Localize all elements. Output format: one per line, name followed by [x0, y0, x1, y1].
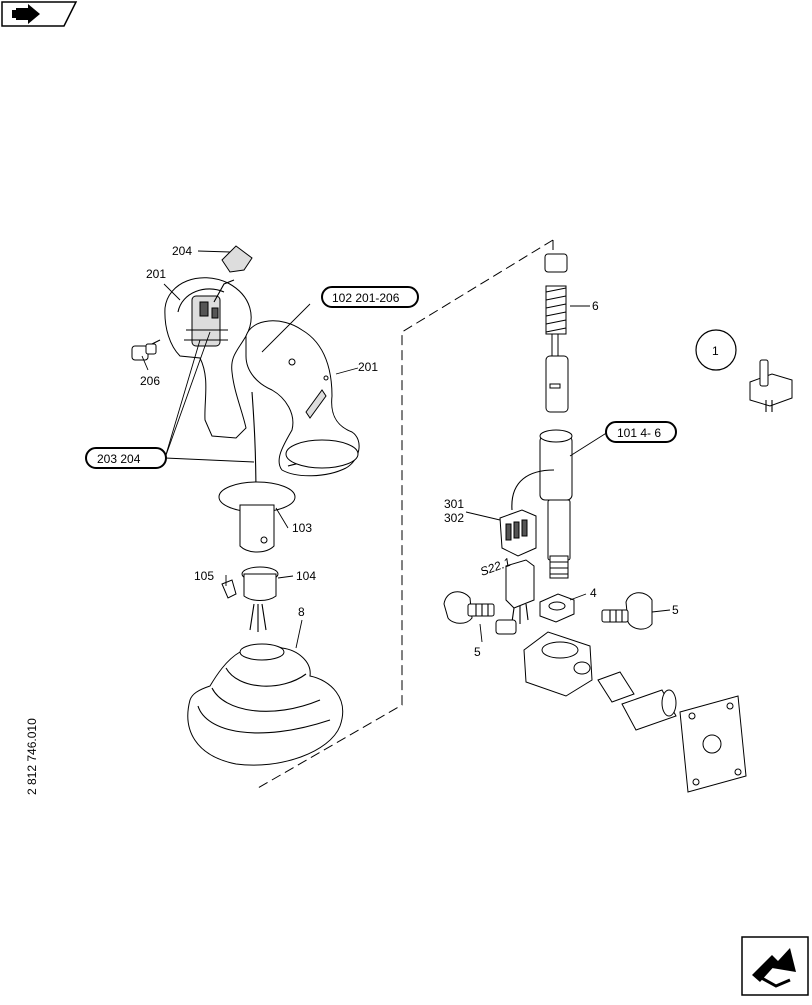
- callout-5-right: 5: [672, 603, 679, 617]
- clip-1-part: [749, 359, 793, 412]
- elbow-fitting-5-left-part: [443, 591, 517, 635]
- return-arrow-icon: [12, 4, 40, 24]
- return-arrow-icon: [752, 948, 796, 988]
- figure-id: 2 812 746.010: [25, 718, 39, 795]
- callout-103: 103: [292, 521, 312, 535]
- plate-103-part: [218, 481, 296, 553]
- connector-301-302-part: [499, 509, 537, 557]
- callout-102-group: 102 201-206: [321, 286, 419, 308]
- assembly-boundary-dashed: [257, 239, 554, 789]
- handle-grip-part: [164, 245, 360, 501]
- callout-8: 8: [298, 605, 305, 619]
- callout-105: 105: [194, 569, 214, 583]
- callout-1-group: 1: [695, 329, 737, 371]
- flange-plate-part: [679, 695, 747, 793]
- callout-5-left: 5: [474, 645, 481, 659]
- forward-navigation-button[interactable]: [741, 936, 809, 996]
- callout-201-upper: 201: [146, 267, 166, 281]
- callout-204: 204: [172, 244, 192, 258]
- callout-301: 301: [444, 497, 464, 511]
- setscrew-105-part: [221, 579, 237, 599]
- leader-lines: [141, 250, 671, 649]
- callout-102: 102 201-206: [332, 291, 400, 305]
- callout-203-204-group: 203 204: [85, 447, 167, 469]
- callout-6: 6: [592, 299, 599, 313]
- cross-block-part: [523, 631, 593, 697]
- callout-4: 4: [590, 586, 597, 600]
- switch-s22-part: [505, 559, 535, 624]
- tube-part: [597, 671, 677, 731]
- callout-201-lower: 201: [358, 360, 378, 374]
- elbow-fitting-5-right-part: [601, 592, 653, 630]
- callout-labels: 204 201 102 201-206 206 201 203 204 103 …: [85, 244, 737, 659]
- screw-206-part: [131, 339, 161, 361]
- nut-4-part: [539, 593, 575, 623]
- wire-bundle: [249, 603, 267, 632]
- collar-104-part: [241, 566, 279, 601]
- back-navigation-button[interactable]: [1, 1, 78, 27]
- callout-101-group: 101 4- 6: [605, 421, 677, 443]
- rubber-boot-8-part: [187, 643, 344, 766]
- callout-302: 302: [444, 511, 464, 525]
- shaft-assembly-part: [511, 253, 573, 579]
- callout-203-204: 203 204: [97, 452, 141, 466]
- callout-101: 101 4- 6: [617, 426, 661, 440]
- callout-206: 206: [140, 374, 160, 388]
- callout-104: 104: [296, 569, 316, 583]
- callout-1: 1: [712, 344, 719, 358]
